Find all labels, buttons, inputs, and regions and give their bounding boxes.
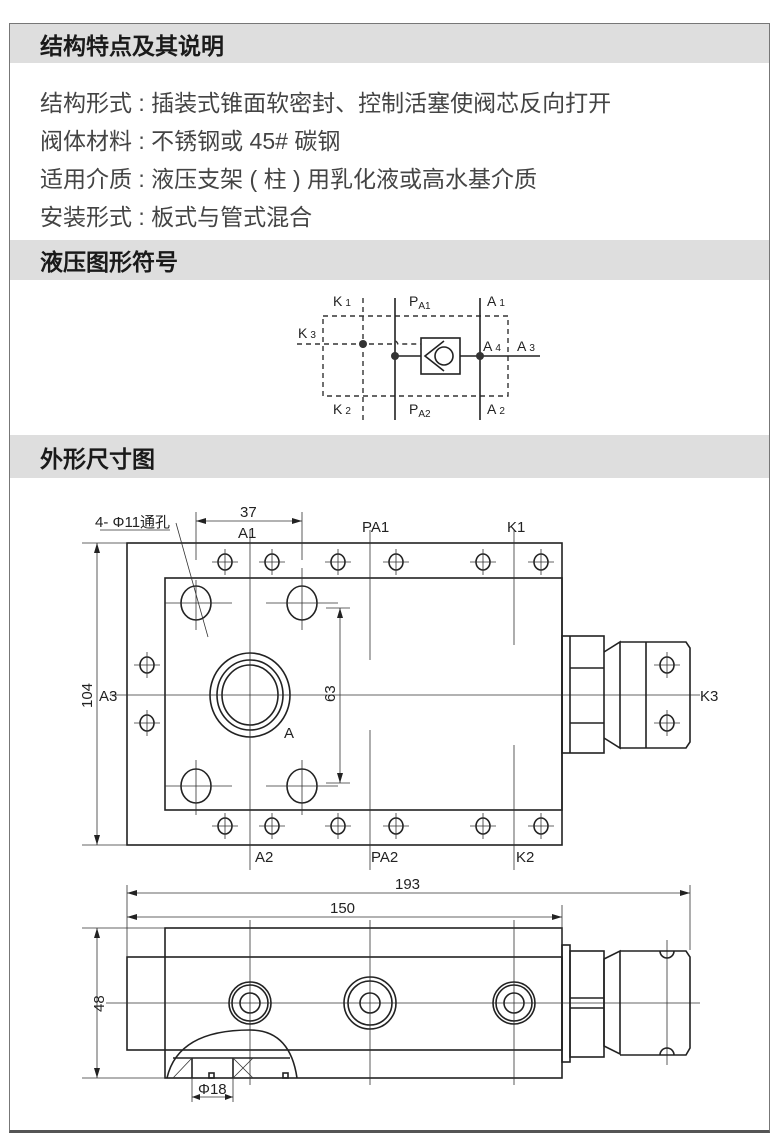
top-view-drawing: 4- Φ11通孔 37 A1 PA1 K1 A3 104 63 A K3 A2 … [79,504,718,870]
spec-sep: : [132,166,152,192]
spec-label: 适用介质 [40,166,132,192]
dim-48: 48 [91,995,108,1012]
dim-150: 150 [330,900,355,917]
connector [561,635,691,754]
spec-sep: : [132,128,152,154]
side-view-drawing: 193 150 48 Φ18 [82,876,700,1102]
pilot-line [297,340,421,345]
label-a: A [284,725,294,742]
dim-104: 104 [79,683,96,708]
spec-value: 板式与管式混合 [151,204,313,230]
junction-dot [391,352,399,360]
label-k1: K1 [507,519,525,536]
spec-row-medium: 适用介质 : 液压支架 ( 柱 ) 用乳化液或高水基介质 [40,160,537,194]
check-valve-box [420,337,461,375]
section-cutaway [166,1029,298,1079]
dim-phi18: Φ18 [198,1081,227,1098]
side-connector [561,944,691,1063]
spec-label: 结构形式 [40,90,132,116]
label-pa1: PA1 [409,293,431,312]
label-pa2: PA2 [371,849,398,866]
dim-193: 193 [395,876,420,893]
label-a2: A2 [255,849,273,866]
spec-row-structure-form: 结构形式 : 插装式锥面软密封、控制活塞使阀芯反向打开 [40,84,611,118]
label-a3: A3 [99,688,117,705]
junction-dot [476,352,484,360]
check-valve-seat [423,340,445,372]
section-header-dimensions: 外形尺寸图 [10,435,769,478]
through-holes [165,568,338,815]
spec-sep: : [132,204,152,230]
section-header-symbol: 液压图形符号 [10,240,769,280]
label-pa1: PA1 [362,519,389,536]
spec-value: 液压支架 ( 柱 ) 用乳化液或高水基介质 [151,166,538,192]
dim-63: 63 [322,685,339,702]
section-header-structure: 结构特点及其说明 [10,24,769,63]
check-valve-ball [434,346,454,366]
spec-sep: : [132,90,152,116]
spec-row-mounting: 安装形式 : 板式与管式混合 [40,198,312,232]
spec-value: 不锈钢或 45# 碳钢 [151,128,341,154]
spec-label: 安装形式 [40,204,132,230]
hole-note: 4- Φ11通孔 [95,514,170,531]
label-k3: K3 [700,688,718,705]
content-frame [9,23,770,1133]
label-k2: K2 [516,849,534,866]
body-outline [126,542,563,846]
junction-dot [359,340,367,348]
dim-37: 37 [240,504,257,521]
inner-face [164,577,563,811]
side-ports [228,976,536,1030]
mounting-holes [134,549,680,839]
spec-value: 插装式锥面软密封、控制活塞使阀芯反向打开 [151,90,612,116]
port-a [209,652,291,738]
label-pa2: PA2 [409,401,431,420]
label-a1: A1 [238,525,256,542]
spec-label: 阀体材料 [40,128,132,154]
spec-row-material: 阀体材料 : 不锈钢或 45# 碳钢 [40,122,340,156]
